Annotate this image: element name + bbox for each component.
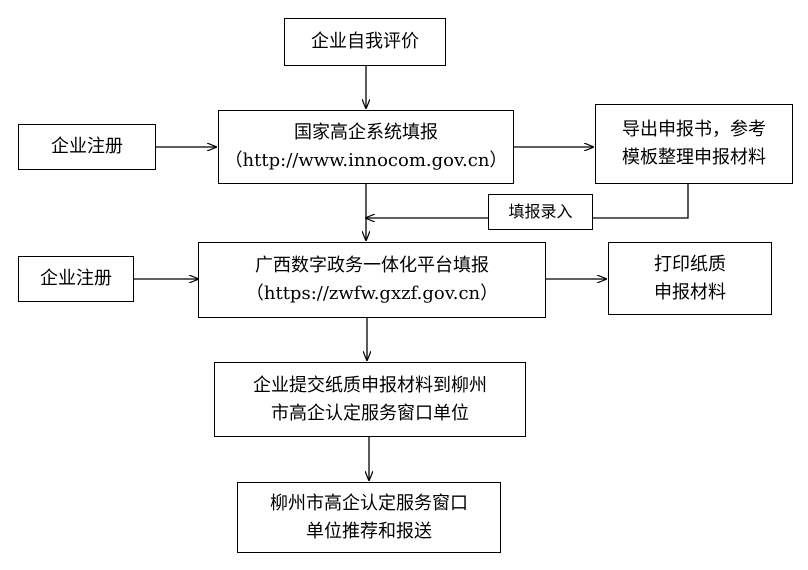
node-label-line1: 柳州市高企认定服务窗口 (270, 492, 468, 514)
node-enterprise-register-2: 企业注册 (18, 256, 134, 302)
arrow-export-to-fillentry (593, 184, 689, 219)
node-guangxi-platform: 广西数字政务一体化平台填报 （https://zwfw.gxzf.gov.cn） (198, 242, 546, 318)
node-enterprise-register-1: 企业注册 (18, 124, 156, 170)
node-fill-entry: 填报录入 (488, 194, 593, 230)
node-print-paper: 打印纸质 申报材料 (608, 242, 772, 315)
node-label-line2: （https://zwfw.gxzf.gov.cn） (245, 283, 499, 304)
node-label-line1: 打印纸质 (654, 253, 726, 275)
node-label-line1: 企业提交纸质申报材料到柳州 (253, 374, 487, 396)
node-submit-paper: 企业提交纸质申报材料到柳州 市高企认定服务窗口单位 (214, 362, 526, 437)
node-self-evaluation: 企业自我评价 (284, 18, 446, 66)
node-label-line2: 单位推荐和报送 (306, 520, 432, 542)
node-label-line2: 市高企认定服务窗口单位 (271, 402, 469, 424)
node-label: 企业注册 (40, 268, 112, 289)
node-recommend-submit: 柳州市高企认定服务窗口 单位推荐和报送 (237, 482, 501, 553)
node-label-line1: 导出申报书，参考 (622, 119, 766, 140)
node-label: 企业自我评价 (311, 31, 419, 52)
node-label-line1: 国家高企系统填报 (294, 122, 438, 143)
node-label-line1: 广西数字政务一体化平台填报 (255, 255, 489, 276)
node-label: 填报录入 (508, 202, 573, 221)
node-label-line2: 申报材料 (654, 281, 726, 303)
node-label-line2: （http://www.innocom.gov.cn） (224, 150, 508, 171)
node-label: 企业注册 (51, 136, 123, 157)
node-label-line2: 模板整理申报材料 (622, 147, 766, 168)
node-export-documents: 导出申报书，参考 模板整理申报材料 (595, 104, 793, 184)
node-national-platform: 国家高企系统填报 （http://www.innocom.gov.cn） (218, 110, 514, 184)
